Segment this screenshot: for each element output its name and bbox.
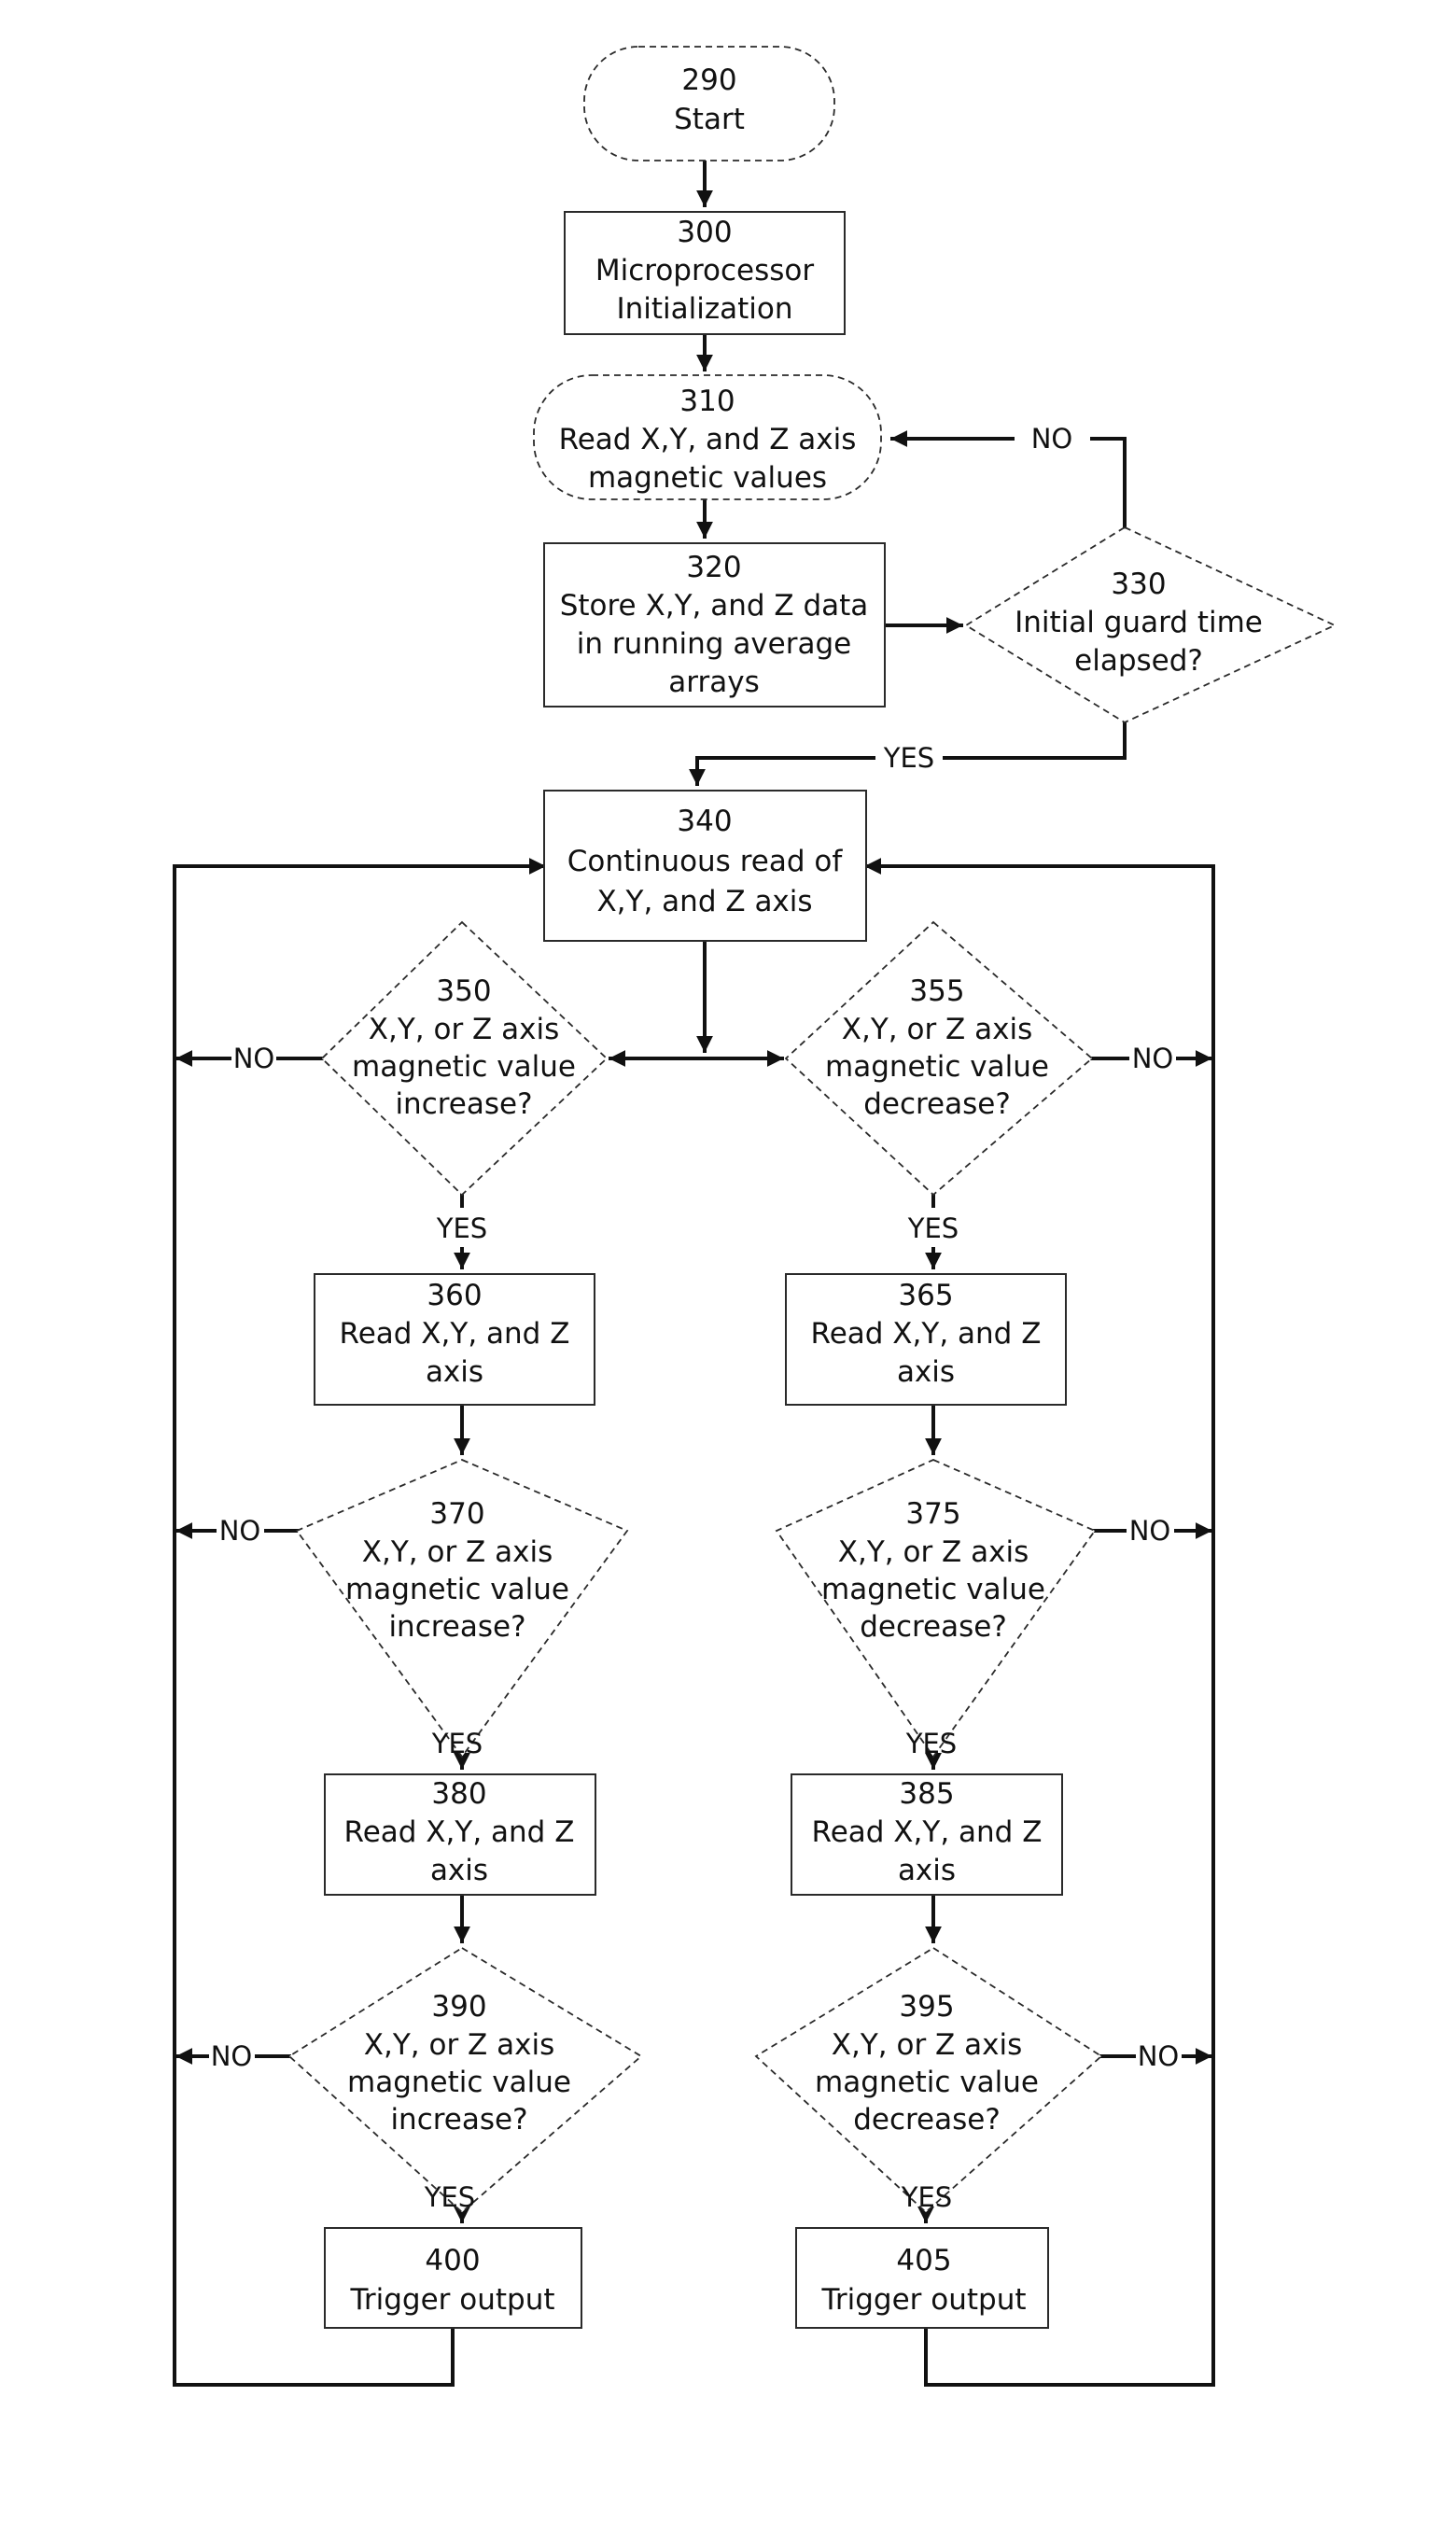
node-350-line-2: magnetic value	[352, 1050, 576, 1084]
node-370-line-2: magnetic value	[345, 1573, 569, 1606]
node-395-line-1: X,Y, or Z axis	[832, 2028, 1023, 2062]
node-340-line-2: X,Y, and Z axis	[596, 885, 812, 918]
label-355-no: NO	[1132, 1043, 1174, 1074]
node-310-line-1: Read X,Y, and Z axis	[559, 423, 857, 456]
node-405-id: 405	[896, 2244, 951, 2277]
node-300-id: 300	[677, 216, 732, 249]
label-390-no: NO	[211, 2040, 253, 2072]
node-360-line-1: Read X,Y, and Z	[340, 1317, 570, 1351]
node-290-id: 290	[681, 63, 736, 97]
node-340-line-1: Continuous read of	[567, 845, 844, 878]
node-360-id: 360	[427, 1279, 482, 1312]
node-370-line-1: X,Y, or Z axis	[362, 1535, 553, 1569]
node-330-line-1: Initial guard time	[1015, 606, 1263, 639]
node-400-line-1: Trigger output	[349, 2283, 554, 2317]
node-330-id: 330	[1111, 567, 1166, 601]
node-350-line-3: increase?	[395, 1087, 532, 1121]
label-395-yes: YES	[901, 2181, 952, 2213]
node-380-line-1: Read X,Y, and Z	[344, 1815, 575, 1849]
node-375-line-3: decrease?	[860, 1610, 1007, 1644]
node-320-line-3: arrays	[668, 666, 759, 699]
node-400-id: 400	[425, 2244, 480, 2277]
node-365-id: 365	[898, 1279, 953, 1312]
node-375-line-1: X,Y, or Z axis	[838, 1535, 1029, 1569]
node-320-line-1: Store X,Y, and Z data	[560, 589, 869, 623]
arrow-330-no-310	[1092, 439, 1125, 527]
arrow-330-yes-340	[945, 722, 1125, 758]
node-390-line-3: increase?	[390, 2103, 527, 2137]
node-395-id: 395	[899, 1990, 954, 2024]
arrow-330-yes-340-b	[697, 758, 874, 784]
node-355-line-3: decrease?	[863, 1087, 1011, 1121]
node-390-line-1: X,Y, or Z axis	[364, 2028, 555, 2062]
node-375-line-2: magnetic value	[821, 1573, 1045, 1606]
node-385-line-1: Read X,Y, and Z	[812, 1815, 1043, 1849]
label-350-no: NO	[233, 1043, 275, 1074]
node-355-line-2: magnetic value	[825, 1050, 1049, 1084]
label-355-yes: YES	[907, 1212, 959, 1244]
node-370-id: 370	[429, 1497, 484, 1531]
node-390-id: 390	[431, 1990, 486, 2024]
node-310-id: 310	[679, 385, 735, 418]
label-330-yes: YES	[883, 742, 934, 774]
node-395-line-3: decrease?	[853, 2103, 1001, 2137]
node-350-id: 350	[436, 974, 491, 1008]
node-300-line-1: Microprocessor	[595, 254, 815, 287]
node-350-line-1: X,Y, or Z axis	[369, 1013, 560, 1046]
node-360-line-2: axis	[426, 1355, 483, 1389]
node-355-line-1: X,Y, or Z axis	[842, 1013, 1033, 1046]
node-290-line-1: Start	[674, 103, 745, 136]
node-355-id: 355	[909, 974, 964, 1008]
label-350-yes: YES	[436, 1212, 487, 1244]
node-390-line-2: magnetic value	[347, 2066, 571, 2099]
label-375-no: NO	[1129, 1515, 1171, 1547]
node-310-line-2: magnetic values	[588, 461, 827, 495]
node-330-line-2: elapsed?	[1074, 644, 1203, 678]
label-330-no: NO	[1031, 423, 1073, 455]
node-340-id: 340	[677, 805, 732, 838]
label-370-no: NO	[219, 1515, 261, 1547]
label-390-yes: YES	[424, 2181, 475, 2213]
node-405-line-1: Trigger output	[820, 2283, 1026, 2317]
node-365-line-1: Read X,Y, and Z	[811, 1317, 1042, 1351]
node-365-line-2: axis	[897, 1355, 955, 1389]
label-370-yes: YES	[431, 1728, 483, 1759]
node-370-line-3: increase?	[388, 1610, 525, 1644]
node-380-id: 380	[431, 1777, 486, 1811]
node-320-line-2: in running average	[577, 627, 852, 661]
label-375-yes: YES	[905, 1728, 957, 1759]
shapes	[289, 47, 1335, 2328]
node-385-line-2: axis	[898, 1854, 956, 1887]
node-380-line-2: axis	[430, 1854, 488, 1887]
node-320-id: 320	[686, 551, 741, 584]
node-300-line-2: Initialization	[616, 292, 792, 326]
label-395-no: NO	[1138, 2040, 1180, 2072]
node-375-id: 375	[905, 1497, 960, 1531]
node-395-line-2: magnetic value	[815, 2066, 1039, 2099]
node-385-id: 385	[899, 1777, 954, 1811]
